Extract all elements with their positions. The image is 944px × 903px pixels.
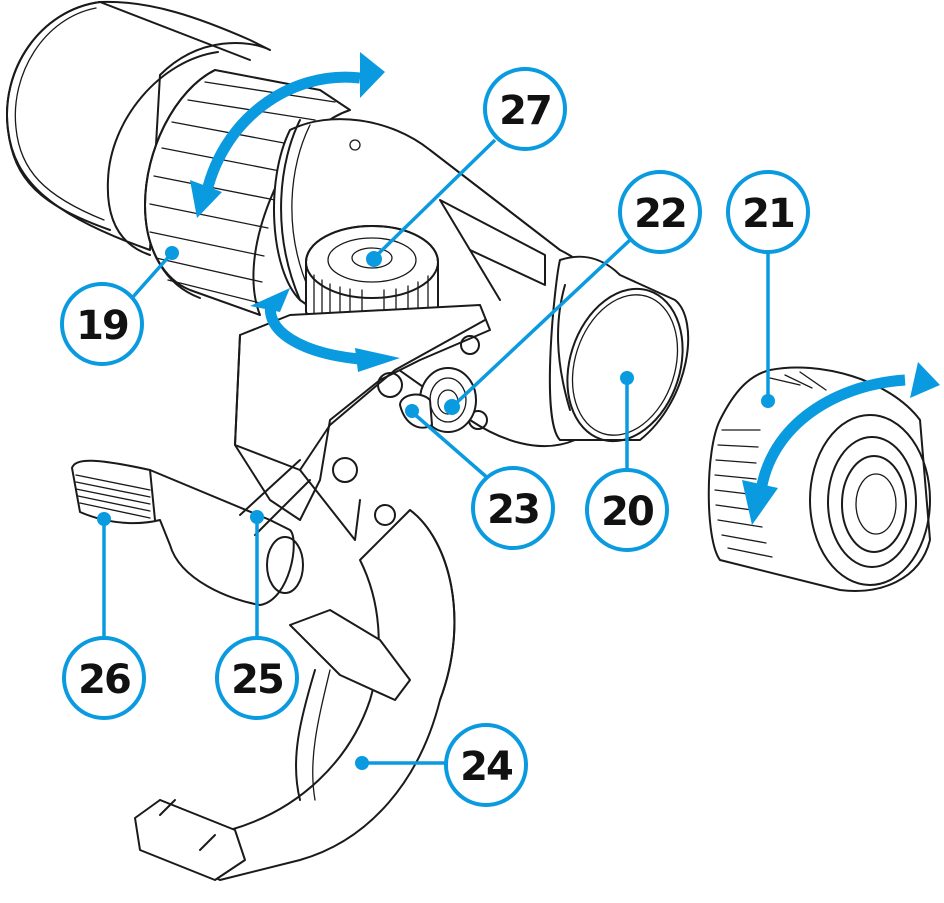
- callout-25-anchor-dot: [250, 510, 264, 524]
- callout-20-label: 20: [601, 489, 653, 535]
- callout-25: 25: [215, 510, 299, 720]
- adapter-ring-rotation-arrow: [742, 362, 940, 525]
- callout-24-label: 24: [460, 744, 512, 790]
- callout-19-anchor-dot: [165, 246, 179, 260]
- callout-23-label: 23: [487, 487, 539, 533]
- mount-button-assembly: [399, 367, 477, 433]
- callout-26: 26: [62, 512, 146, 720]
- callout-24: 24: [355, 723, 528, 807]
- callout-26-anchor-dot: [97, 512, 111, 526]
- focus-ring-rotation-arrow: [190, 52, 385, 218]
- eyepiece-lens: [548, 255, 690, 443]
- callout-26-label: 26: [78, 657, 130, 703]
- callout-27: 27: [366, 67, 567, 267]
- callout-20-anchor-dot: [620, 371, 634, 385]
- callout-23: 23: [405, 404, 555, 550]
- lever: [71, 459, 311, 606]
- clamp-ring: [134, 509, 456, 881]
- callout-20: 20: [585, 371, 669, 552]
- callout-22-anchor-dot: [444, 399, 460, 415]
- control-knob-rotation-arrow: [250, 288, 400, 372]
- callout-22-label: 22: [634, 191, 686, 237]
- callout-22: 22: [444, 170, 702, 415]
- lens-hood: [6, 0, 271, 256]
- callout-23-anchor-dot: [405, 404, 419, 418]
- callout-24-anchor-dot: [355, 756, 369, 770]
- callout-19-label: 19: [76, 303, 128, 349]
- callout-21-label: 21: [742, 191, 794, 237]
- callout-19: 19: [60, 246, 179, 366]
- callout-21: 21: [726, 170, 810, 408]
- callout-27-anchor-dot: [366, 251, 382, 267]
- callout-25-label: 25: [231, 657, 283, 703]
- callout-21-anchor-dot: [761, 394, 775, 408]
- main-body: [272, 118, 621, 448]
- callout-27-label: 27: [499, 88, 551, 134]
